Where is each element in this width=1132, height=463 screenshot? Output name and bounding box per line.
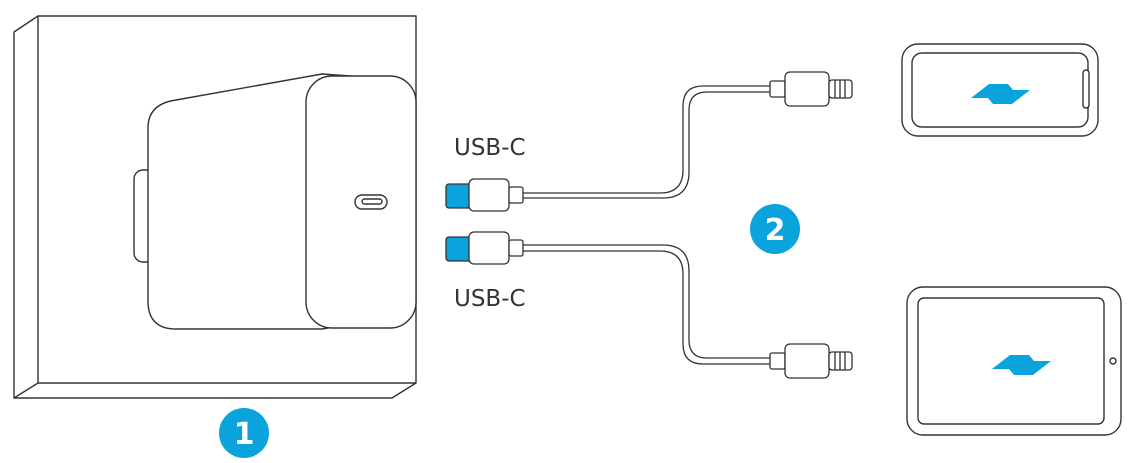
tablet-camera	[1109, 357, 1117, 365]
lightning-bolt-icon	[992, 355, 1051, 375]
usb-c-plug-tip-bottom	[445, 236, 473, 262]
lightning-plug-housing-top	[784, 71, 830, 107]
lightning-plug-housing-bottom	[784, 343, 830, 379]
svg-text:2: 2	[765, 213, 786, 248]
phone-home-indicator	[1082, 69, 1090, 109]
step-badge-1: 1	[219, 408, 269, 458]
wall-charger	[133, 73, 417, 330]
port-label-bottom: USB-C	[454, 286, 526, 312]
usb-c-plug-tip-top	[445, 183, 473, 209]
lightning-bolt-icon	[971, 84, 1030, 104]
usb-c-plug-housing-bottom	[468, 231, 510, 265]
usb-c-plug-housing-top	[468, 178, 510, 212]
port-label-top: USB-C	[454, 135, 526, 161]
step-badge-2: 2	[750, 204, 800, 254]
svg-text:1: 1	[234, 417, 255, 452]
cable-top	[445, 71, 853, 212]
cable-bottom	[445, 231, 853, 379]
